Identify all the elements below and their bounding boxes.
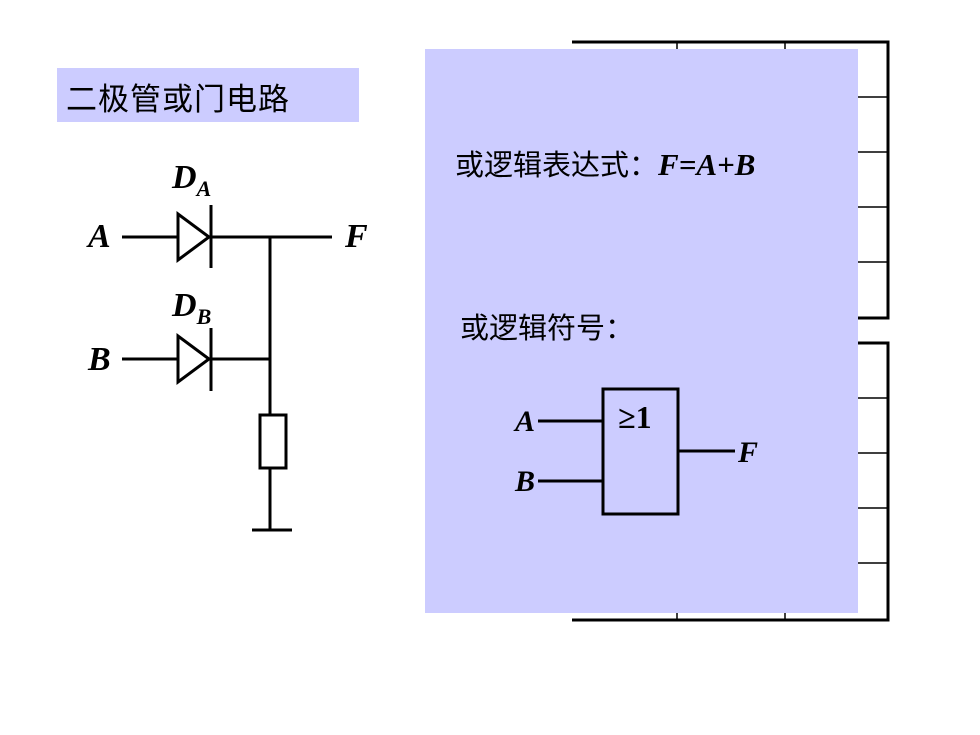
input-a-label: A <box>86 218 111 255</box>
title-background <box>57 68 359 122</box>
diode-a-subscript: A <box>195 176 212 201</box>
expression-formula: F=A+B <box>658 147 756 182</box>
logic-panel <box>425 49 858 613</box>
input-b-label: B <box>87 341 111 378</box>
gate-output-label: F <box>737 436 758 469</box>
output-f-label: F <box>344 218 368 255</box>
or-gate-circuit <box>122 205 332 532</box>
gate-symbol-text: ≥1 <box>618 399 652 435</box>
page-title: 二极管或门电路 <box>66 82 290 118</box>
symbol-label: 或逻辑符号： <box>460 311 635 345</box>
diode-a-triangle <box>176 211 212 263</box>
or-expression: 或逻辑表达式：F=A+B <box>455 142 755 184</box>
gate-input-a-label: A <box>513 405 535 438</box>
expression-label: 或逻辑表达式： <box>455 148 659 182</box>
diode-a-label: DA <box>171 159 211 201</box>
diode-a-letter: D <box>171 159 197 196</box>
resistor <box>258 413 288 470</box>
or-gate-symbol <box>538 387 735 516</box>
diode-b-label: DB <box>171 287 211 329</box>
diode-b-letter: D <box>171 287 197 324</box>
diode-b-subscript: B <box>196 304 212 329</box>
gate-input-b-label: B <box>514 465 535 498</box>
diode-b-triangle <box>176 333 212 385</box>
